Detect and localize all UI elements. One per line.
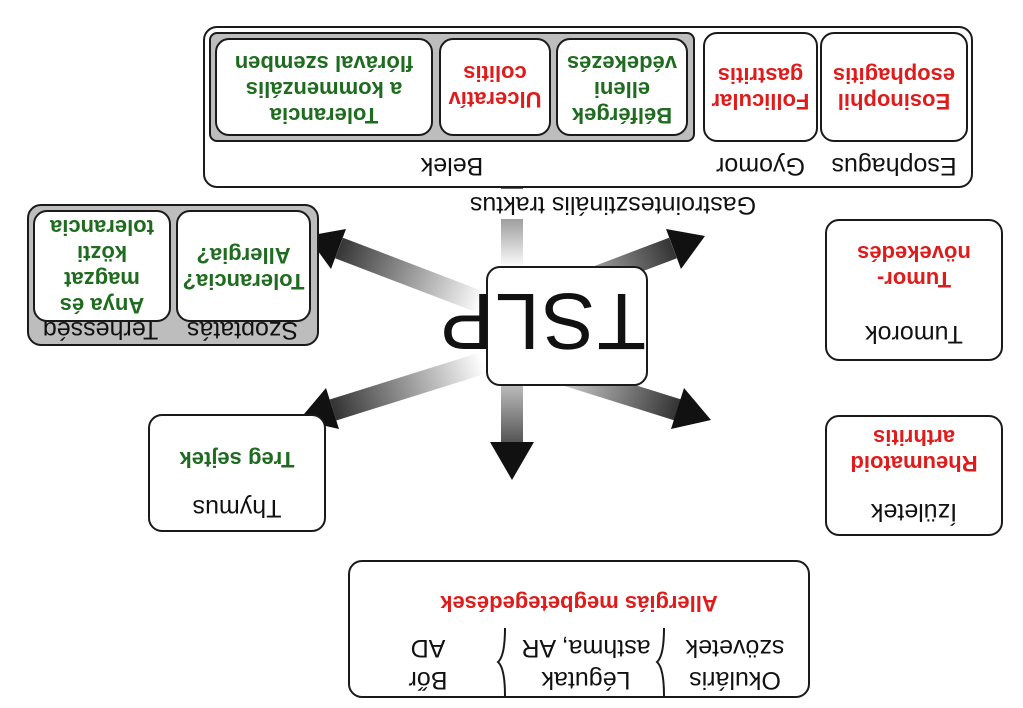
breastfeeding-item: Tolerancia? Allergia? xyxy=(182,243,305,294)
tumors-label: Tumorok xyxy=(865,320,963,348)
gyomor-item: Follicular gastritis xyxy=(711,63,810,114)
belek-item-2: Ulceratív colitis xyxy=(448,61,542,112)
pregnancy-item: Anya és magzat közti tolerancia xyxy=(50,215,154,318)
joints-label: Ízületek xyxy=(870,498,958,526)
gyomor-label: Gyomor xyxy=(716,152,805,180)
esophagus-item: Eosinophil esophagitis xyxy=(832,63,956,114)
gi-title: Gastrointesztinális traktus xyxy=(403,189,823,219)
esophagus-label: Esophagus xyxy=(831,152,957,180)
belek-label: Belek xyxy=(420,152,484,180)
belek-item-3: Bélférgek elleni védekezés xyxy=(566,51,678,128)
belek-item-1: Tolerancia a kommenzális flórával szembe… xyxy=(234,51,414,128)
thymus-item: Treg sejtek xyxy=(179,447,295,472)
thymus-label: Thymus xyxy=(192,494,282,522)
joints-item: Rheumatoid arthritis xyxy=(850,425,978,476)
tumors-item: Tumor- növekedés xyxy=(857,241,971,292)
